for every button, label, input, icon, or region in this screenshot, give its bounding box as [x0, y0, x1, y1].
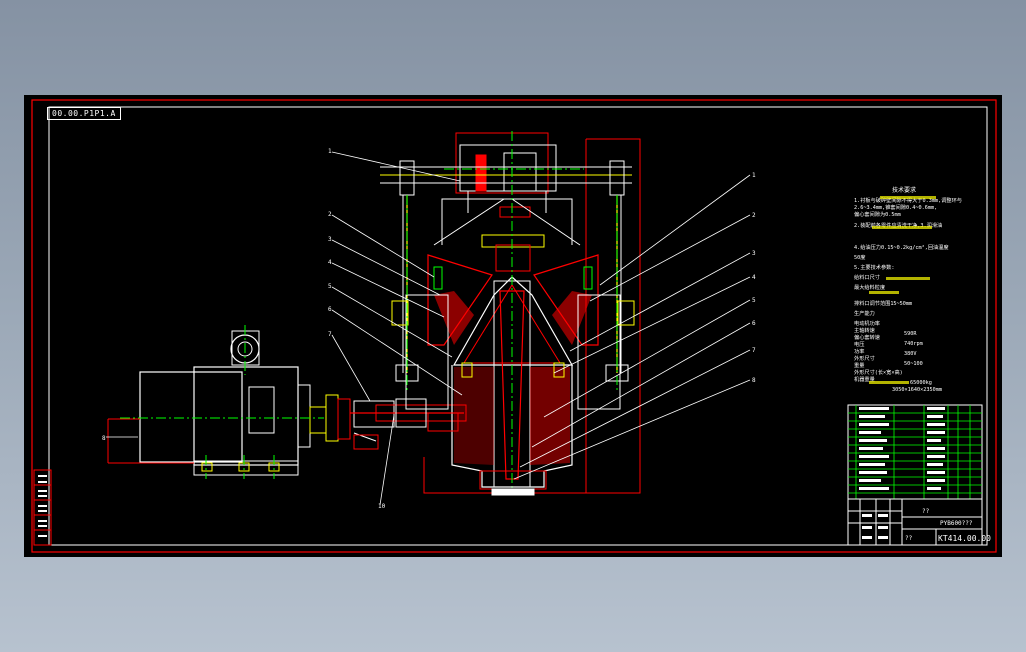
- callout-left: 2: [328, 211, 332, 218]
- note-line: 5.主要技术参数:: [854, 263, 895, 271]
- highlight-mark: [886, 277, 930, 280]
- parts-list: [847, 404, 983, 500]
- coupling-shaft: [309, 394, 467, 450]
- note-line: 排料口调节范围15~50mm: [854, 299, 912, 307]
- revision-strip-marks: [38, 475, 47, 537]
- callout-left: 3: [328, 236, 332, 243]
- callout-left: 6: [328, 306, 332, 313]
- note-line: 电压: [854, 340, 864, 348]
- note-line: 主轴转速: [854, 326, 875, 334]
- note-line: 1.衬板与破碎壁间隙不得大于0.3mm,调整环与: [854, 196, 962, 204]
- note-value: 3050×1640×2350mm: [892, 387, 942, 393]
- title-small-code: ??: [905, 535, 913, 542]
- note-line: 生产能力: [854, 309, 875, 317]
- feed-hopper: [433, 198, 581, 272]
- motor-assembly: [107, 330, 311, 476]
- note-line: 偏心套转速: [854, 333, 880, 341]
- main-shaft: [493, 275, 531, 490]
- callout-right: 5: [752, 297, 756, 304]
- note-line: 重量: [854, 361, 864, 369]
- callout-right: 7: [752, 347, 756, 354]
- sheet-code-label: 00.00.P1P1.A: [47, 107, 121, 120]
- note-line: 2.装配前各零件应清洗干净,3.润滑油: [854, 221, 942, 229]
- top-drive: [459, 144, 557, 218]
- title-drawing-number: PYB600???: [940, 520, 973, 527]
- eccentric-frame: [405, 294, 621, 496]
- crushing-chamber: [427, 254, 599, 366]
- callouts-right: 1 2 3 4 5 6 7 8 10 8: [102, 172, 756, 510]
- cad-viewport[interactable]: 1 2 3 4 5 6 7 1 2 3 4 5 6 7 8 10 8 技术要求 …: [24, 95, 1002, 557]
- highlight-mark: [872, 226, 932, 229]
- callout-right: 3: [752, 250, 756, 257]
- spring-bolts: [391, 266, 635, 378]
- outer-frame: [31, 99, 997, 553]
- crusher-frame-lines: [423, 132, 641, 494]
- callout-right: 8: [752, 377, 756, 384]
- callout-coupling: 8: [102, 435, 106, 442]
- title-block: [847, 498, 983, 546]
- callout-right: 1: [752, 172, 756, 179]
- callout-right: 4: [752, 274, 756, 281]
- title-block-text: ?? PYB600??? ?? KT414.00.00: [905, 508, 991, 543]
- title-question-marks: ??: [922, 508, 930, 515]
- note-line: 最大给料粒度: [854, 283, 885, 291]
- title-big-code: KT414.00.00: [938, 534, 991, 543]
- note-value: 590R: [904, 331, 917, 337]
- note-value: 380V: [904, 351, 917, 357]
- revision-strip: [33, 469, 52, 546]
- note-value: 50~100: [904, 361, 923, 367]
- callout-left: 5: [328, 283, 332, 290]
- note-line: 功率: [854, 347, 864, 355]
- cad-drawing: 1 2 3 4 5 6 7 1 2 3 4 5 6 7 8 10 8 技术要求 …: [31, 99, 997, 553]
- callouts-left: 1 2 3 4 5 6 7: [328, 148, 332, 338]
- callout-right: 6: [752, 320, 756, 327]
- callout-right: 2: [752, 212, 756, 219]
- note-line: 偏心套间隙为0.5mm: [854, 210, 901, 218]
- motor-body: [139, 371, 243, 463]
- inner-frame: [48, 106, 988, 546]
- note-value: 740rpm: [904, 341, 923, 347]
- note-line: 机器重量: [854, 375, 875, 383]
- callout-left: 7: [328, 331, 332, 338]
- notes-heading: 技术要求: [892, 186, 916, 194]
- note-line: 给料口尺寸: [854, 273, 880, 281]
- note-line: 50度: [854, 253, 865, 261]
- highlight-mark: [880, 196, 936, 199]
- technical-notes: 技术要求 1.衬板与破碎壁间隙不得大于0.3mm,调整环与 2.6~3.4mm,…: [854, 186, 962, 393]
- note-value: 65000kg: [910, 380, 932, 386]
- note-line: 电动机功率: [854, 319, 880, 327]
- callout-left: 1: [328, 148, 332, 155]
- highlight-mark: [869, 381, 909, 384]
- leader-lines: [106, 151, 751, 506]
- note-line: 外形尺寸(长×宽×高): [854, 368, 903, 376]
- note-line: 4.给油压力0.15~0.2kg/cm²,回油温度: [854, 243, 949, 251]
- centerlines: [120, 131, 618, 479]
- callout-bottom: 10: [378, 503, 386, 510]
- note-line: 2.6~3.4mm,锥套间隙0.4~0.6mm,: [854, 203, 937, 211]
- highlight-mark: [869, 291, 899, 294]
- note-line: 外形尺寸: [854, 354, 875, 362]
- callout-left: 4: [328, 259, 332, 266]
